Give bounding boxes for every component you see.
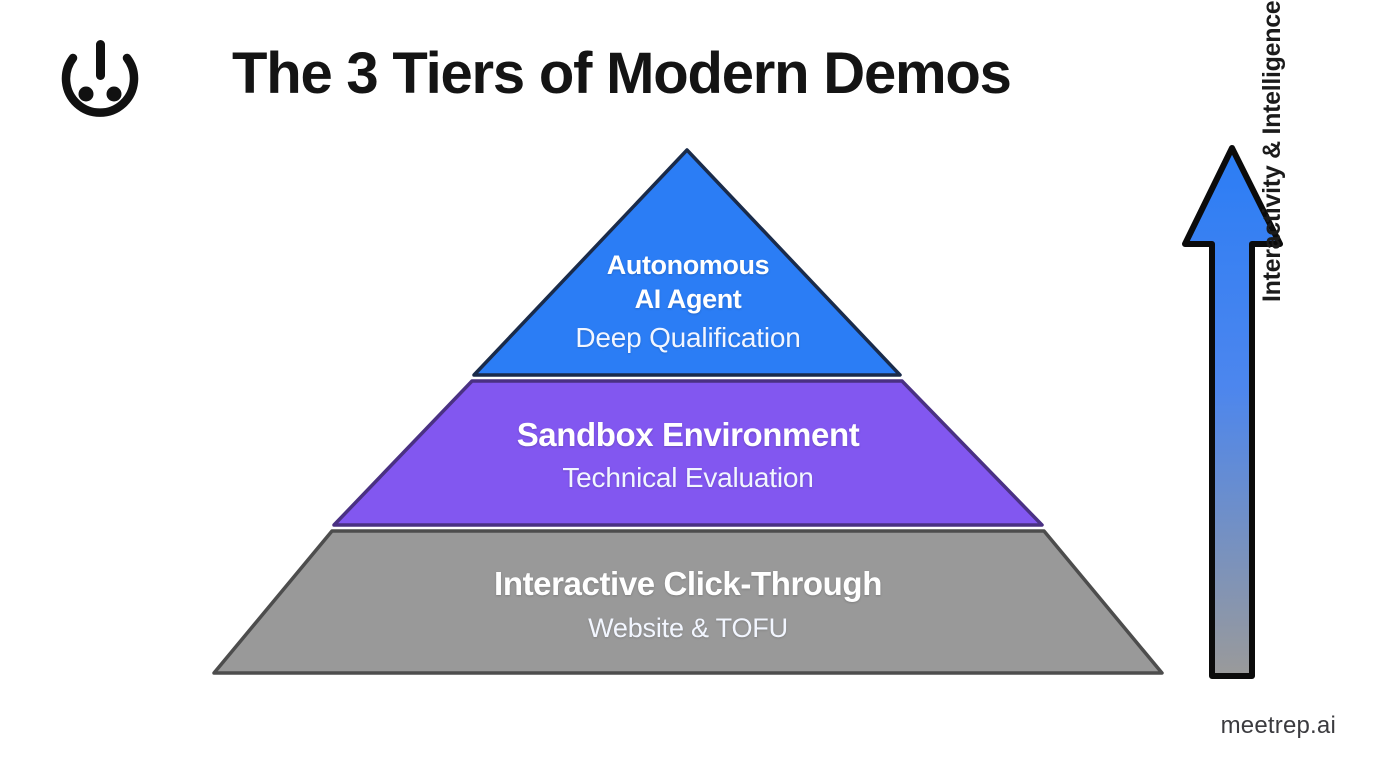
pyramid-tier-1-shape[interactable] bbox=[472, 148, 902, 377]
pyramid-tier-2-shape[interactable] bbox=[332, 379, 1044, 527]
pyramid-tier-3-labels: Interactive Click-Through Website & TOFU bbox=[0, 562, 1376, 648]
pyramid-tier-1-labels: Autonomous AI Agent Deep Qualification bbox=[0, 248, 1376, 358]
power-face-logo-icon bbox=[61, 40, 139, 117]
page-title: The 3 Tiers of Modern Demos bbox=[232, 41, 1012, 106]
tier-3-title: Interactive Click-Through bbox=[494, 565, 882, 602]
up-arrow-icon bbox=[1182, 145, 1283, 679]
tier-1-subtitle: Deep Qualification bbox=[575, 322, 801, 353]
tier-2-title: Sandbox Environment bbox=[516, 416, 860, 453]
tier-3-subtitle: Website & TOFU bbox=[588, 613, 788, 643]
watermark: meetrep.ai bbox=[1220, 712, 1336, 739]
axis-label: Interactivity & Intelligence bbox=[1258, 0, 1286, 302]
tier-1-title-line2: AI Agent bbox=[634, 284, 742, 314]
tier-2-subtitle: Technical Evaluation bbox=[562, 462, 814, 493]
tier-1-title-line1: Autonomous bbox=[606, 250, 770, 280]
pyramid-tier-3-shape[interactable] bbox=[212, 529, 1164, 675]
pyramid-tier-2-labels: Sandbox Environment Technical Evaluation bbox=[0, 414, 1376, 498]
